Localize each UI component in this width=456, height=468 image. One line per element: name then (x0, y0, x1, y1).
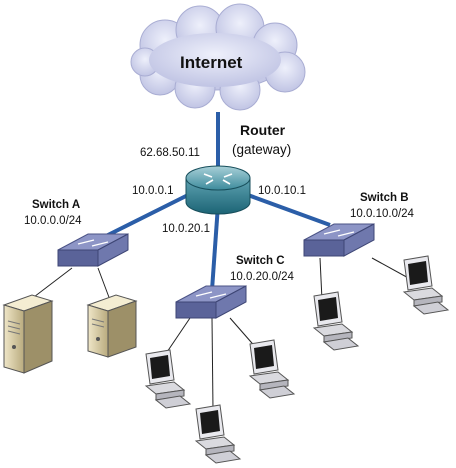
switch-b-icon[interactable] (303, 223, 375, 257)
uplink-switch-a (97, 193, 189, 242)
switch-b-name: Switch B (360, 192, 409, 204)
router-subtitle: (gateway) (232, 142, 292, 157)
switch-c-icon[interactable] (175, 285, 247, 319)
uplink-switch-b (247, 193, 331, 227)
workstation-icon (144, 349, 192, 409)
router-ip-c: 10.0.20.1 (162, 223, 210, 235)
uplink-switch-c (210, 204, 220, 291)
workstation-icon (312, 291, 360, 351)
workstation-icon (402, 255, 450, 315)
switch-a-subnet: 10.0.0.0/24 (24, 215, 82, 227)
internet-label: Internet (180, 53, 243, 72)
workstation-icon (248, 339, 296, 399)
switch-c-subnet: 10.0.20.0/24 (230, 271, 294, 283)
router-title: Router (240, 122, 286, 138)
workstation-icon (194, 404, 242, 464)
switch-c-name: Switch C (236, 255, 285, 267)
router-ip-b: 10.0.10.1 (258, 185, 306, 197)
router-wan-ip: 62.68.50.11 (140, 147, 200, 159)
cloud-icon (130, 3, 306, 111)
switch-b-subnet: 10.0.10.0/24 (350, 208, 414, 220)
switch-a-icon[interactable] (57, 233, 129, 267)
host-cables (29, 257, 413, 411)
router-ip-a: 10.0.0.1 (132, 185, 174, 197)
server-icon (2, 294, 54, 374)
router-icon[interactable] (185, 165, 251, 215)
switch-a-name: Switch A (32, 199, 81, 211)
server-icon (86, 294, 138, 358)
